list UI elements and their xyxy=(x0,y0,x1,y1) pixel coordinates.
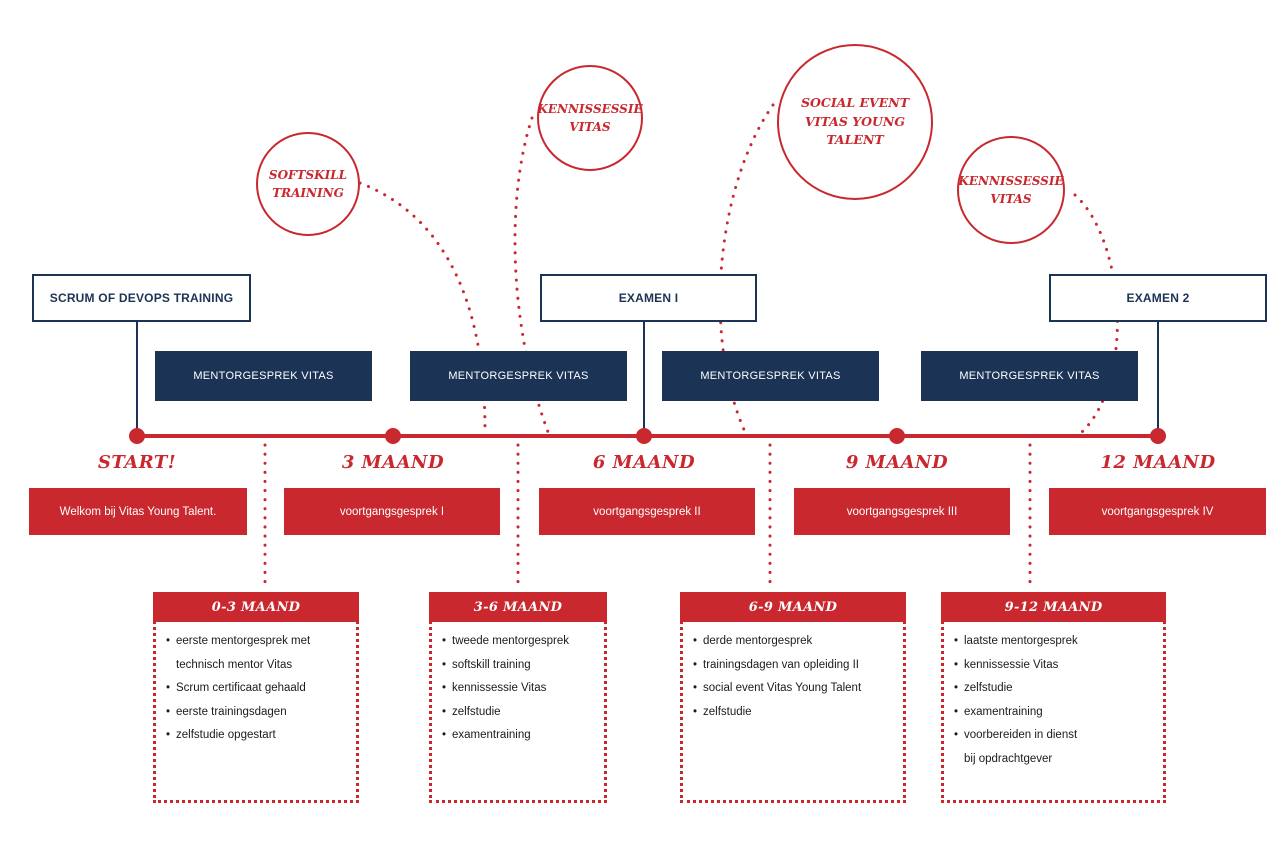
period-title: 3-6 MAAND xyxy=(429,592,607,622)
training-box-exam1: EXAMEN I xyxy=(540,274,757,322)
list-item: eerste mentorgesprek met xyxy=(166,630,346,654)
event-line: VITAS xyxy=(569,120,611,134)
list-item: examentraining xyxy=(442,724,594,748)
event-line: KENNISSESSIE xyxy=(537,102,643,116)
period-list: tweede mentorgesprek softskill training … xyxy=(432,622,604,748)
event-line: SOFTSKILL xyxy=(268,168,348,182)
list-item: Scrum certificaat gehaald xyxy=(166,677,346,701)
period-list: eerste mentorgesprek met technisch mento… xyxy=(156,622,356,748)
list-item: bij opdrachtgever xyxy=(964,752,1053,765)
milestone-label-9: 9 MAAND xyxy=(845,452,949,473)
event-line: SOCIAL EVENT xyxy=(800,94,910,110)
event-line: VITAS xyxy=(990,192,1032,206)
list-item: trainingsdagen van opleiding II xyxy=(693,654,893,678)
kennissessie-connector-1 xyxy=(513,116,550,434)
period-title: 9-12 MAAND xyxy=(941,592,1166,622)
list-item: voorbereiden in dienst xyxy=(954,724,1153,748)
list-item: eerste trainingsdagen xyxy=(166,701,346,725)
period-box-3-6: 3-6 MAAND tweede mentorgesprek softskill… xyxy=(429,592,607,803)
list-item: derde mentorgesprek xyxy=(693,630,893,654)
list-item: examentraining xyxy=(954,701,1153,725)
list-item: softskill training xyxy=(442,654,594,678)
milestone-dot-9 xyxy=(889,428,905,444)
training-box-scrum: SCRUM OF DEVOPS TRAINING xyxy=(32,274,251,322)
event-line: KENNISSESSIE xyxy=(958,174,1064,188)
mentor-box: MENTORGESPREK VITAS xyxy=(155,351,372,401)
list-item: zelfstudie xyxy=(954,677,1153,701)
milestone-dot-6 xyxy=(636,428,652,444)
progress-box-2: voortgangsgesprek II xyxy=(539,488,755,535)
period-list: laatste mentorgesprek kennissessie Vitas… xyxy=(944,622,1163,771)
milestone-dot-start xyxy=(129,428,145,444)
period-list: derde mentorgesprek trainingsdagen van o… xyxy=(683,622,903,724)
period-title: 6-9 MAAND xyxy=(680,592,906,622)
progress-box-1: voortgangsgesprek I xyxy=(284,488,500,535)
milestone-label-start: START! xyxy=(97,452,177,473)
list-item: zelfstudie xyxy=(442,701,594,725)
mentor-box: MENTORGESPREK VITAS xyxy=(921,351,1138,401)
progress-box-4: voortgangsgesprek IV xyxy=(1049,488,1266,535)
period-box-0-3: 0-3 MAAND eerste mentorgesprek met techn… xyxy=(153,592,359,803)
milestone-dot-12 xyxy=(1150,428,1166,444)
list-item: technisch mentor Vitas xyxy=(176,658,293,671)
event-circle-kennissessie-1: KENNISSESSIE VITAS xyxy=(537,65,643,171)
progress-box-3: voortgangsgesprek III xyxy=(794,488,1010,535)
milestone-dot-3 xyxy=(385,428,401,444)
period-box-9-12: 9-12 MAAND laatste mentorgesprek kenniss… xyxy=(941,592,1166,803)
milestone-label-6: 6 MAAND xyxy=(592,452,696,473)
list-item: tweede mentorgesprek xyxy=(442,630,594,654)
progress-box-welcome: Welkom bij Vitas Young Talent. xyxy=(29,488,247,535)
event-circle-social-event: SOCIAL EVENT VITAS YOUNG TALENT xyxy=(777,44,933,200)
event-circle-kennissessie-2: KENNISSESSIE VITAS xyxy=(957,136,1065,244)
list-item: zelfstudie opgestart xyxy=(166,724,346,748)
milestone-label-3: 3 MAAND xyxy=(341,452,445,473)
period-title: 0-3 MAAND xyxy=(153,592,359,622)
social-event-connector xyxy=(718,103,775,434)
event-line: TRAINING xyxy=(272,186,344,200)
period-box-6-9: 6-9 MAAND derde mentorgesprek trainingsd… xyxy=(680,592,906,803)
list-item: zelfstudie xyxy=(693,701,893,725)
training-box-exam2: EXAMEN 2 xyxy=(1049,274,1267,322)
mentor-box: MENTORGESPREK VITAS xyxy=(662,351,879,401)
milestone-label-12: 12 MAAND xyxy=(1100,452,1216,473)
list-item: kennissessie Vitas xyxy=(442,677,594,701)
list-item: kennissessie Vitas xyxy=(954,654,1153,678)
list-item: laatste mentorgesprek xyxy=(954,630,1153,654)
event-line: VITAS YOUNG TALENT xyxy=(804,113,906,148)
list-item: social event Vitas Young Talent xyxy=(693,677,893,701)
event-circle-softskill: SOFTSKILL TRAINING xyxy=(256,132,360,236)
mentor-box: MENTORGESPREK VITAS xyxy=(410,351,627,401)
